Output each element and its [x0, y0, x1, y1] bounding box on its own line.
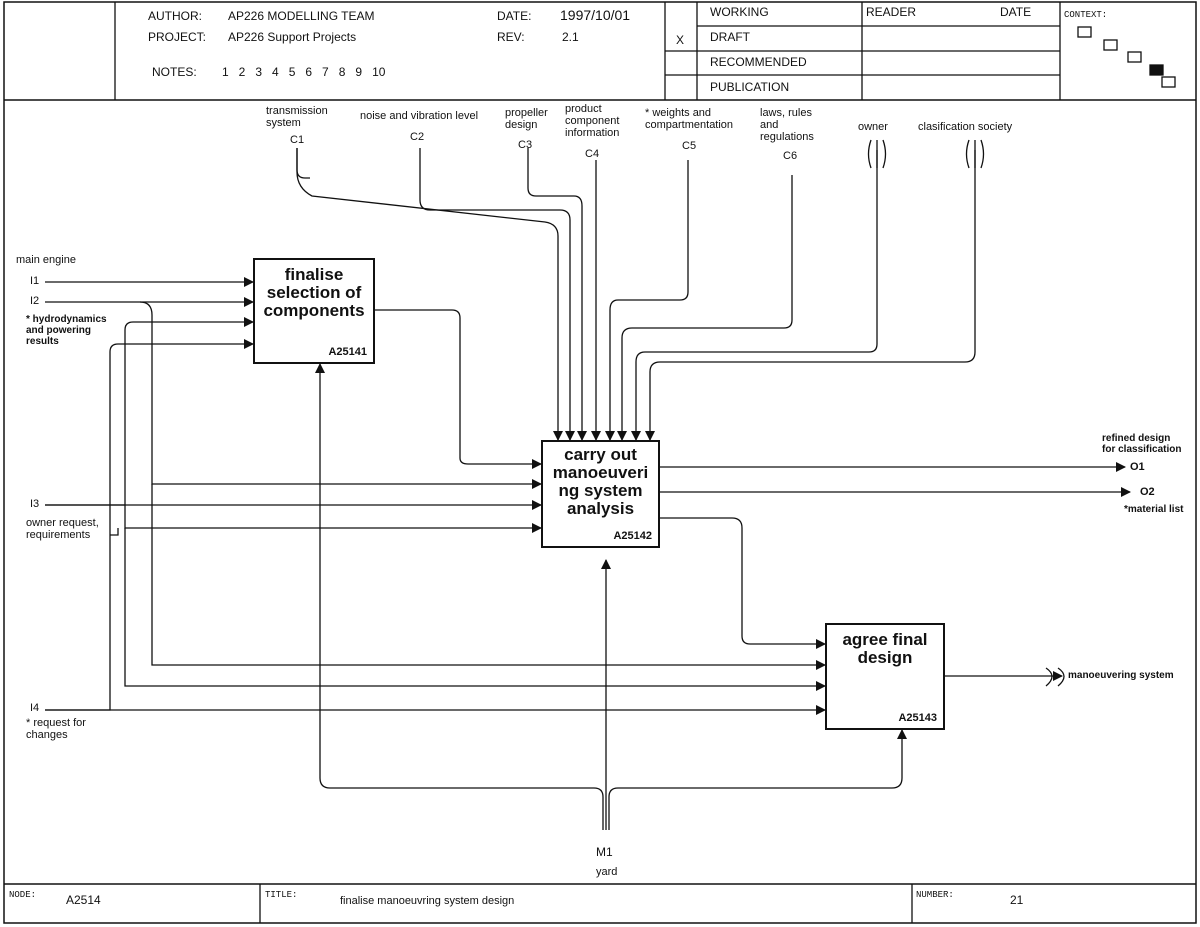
activity-number: A25142 [613, 530, 652, 542]
i3-label: owner request, requirements [26, 517, 99, 541]
c6-code: C6 [783, 150, 798, 162]
o1-code: O1 [1130, 461, 1145, 473]
status-recommended: RECOMMENDED [710, 55, 807, 69]
activity-name: carry out manoeuveri ng system analysis [552, 445, 649, 518]
activity-box-a25142[interactable]: carry out manoeuveri ng system analysis … [541, 440, 660, 548]
o1-label: refined design for classification [1102, 433, 1182, 455]
status-publication: PUBLICATION [710, 80, 790, 94]
owner-label: owner [858, 121, 888, 133]
reader-date-label: DATE [1000, 5, 1032, 19]
o2-code: O2 [1140, 486, 1155, 498]
title-label: TITLE: [265, 890, 298, 900]
i4-label: * request for changes [26, 717, 86, 741]
number-value: 21 [1010, 893, 1024, 907]
c2-label: noise and vibration level [360, 110, 479, 122]
c5-code: C5 [682, 140, 697, 152]
rev-value: 2.1 [562, 30, 579, 44]
main-engine-label: main engine [16, 254, 76, 266]
activity-box-a25141[interactable]: finalise selection of components A25141 [253, 258, 375, 364]
m1-code: M1 [596, 845, 613, 859]
rev-label: REV: [497, 30, 525, 44]
society-label: clasification society [918, 121, 1013, 133]
activity-box-a25143[interactable]: agree final design A25143 [825, 623, 945, 730]
reader-label: READER [866, 5, 917, 19]
i4-code: I4 [30, 702, 40, 714]
c5-label: * weights and compartmentation [645, 107, 734, 131]
c1-label: transmission system [266, 105, 328, 129]
title-value: finalise manoeuvring system design [340, 895, 515, 907]
status-working: WORKING [710, 5, 769, 19]
c4-label: product component information [565, 103, 620, 139]
activity-number: A25143 [898, 712, 937, 724]
project-value: AP226 Support Projects [228, 30, 357, 44]
i3-code: I3 [30, 498, 40, 510]
status-mark: X [676, 33, 685, 47]
manoeuvering-output-label: manoeuvering system [1068, 670, 1174, 681]
project-label: PROJECT: [148, 30, 207, 44]
author-value: AP226 MODELLING TEAM [228, 9, 375, 23]
c2-code: C2 [410, 131, 425, 143]
context-label: CONTEXT: [1064, 10, 1108, 20]
status-draft: DRAFT [710, 30, 750, 44]
o2-label: *material list [1124, 504, 1184, 515]
i2-code: I2 [30, 295, 40, 307]
notes-label: NOTES: [152, 65, 197, 79]
node-label: NODE: [9, 890, 37, 900]
c1-code: C1 [290, 134, 305, 146]
i2-label: * hydrodynamics and powering results [26, 314, 107, 347]
activity-name: finalise selection of components [263, 265, 365, 320]
m1-label: yard [596, 866, 618, 878]
c4-code: C4 [585, 148, 600, 160]
notes-value: 1 2 3 4 5 6 7 8 9 10 [222, 65, 386, 79]
activity-name: agree final design [842, 630, 928, 667]
c3-label: propeller design [505, 107, 548, 131]
number-label: NUMBER: [916, 890, 954, 900]
author-label: AUTHOR: [148, 9, 202, 23]
date-value: 1997/10/01 [560, 7, 631, 23]
date-label: DATE: [497, 9, 532, 23]
c3-code: C3 [518, 139, 533, 151]
node-value: A2514 [66, 893, 101, 907]
i1-code: I1 [30, 275, 40, 287]
c6-label: laws, rules and regulations [760, 107, 814, 143]
activity-number: A25141 [328, 346, 367, 358]
